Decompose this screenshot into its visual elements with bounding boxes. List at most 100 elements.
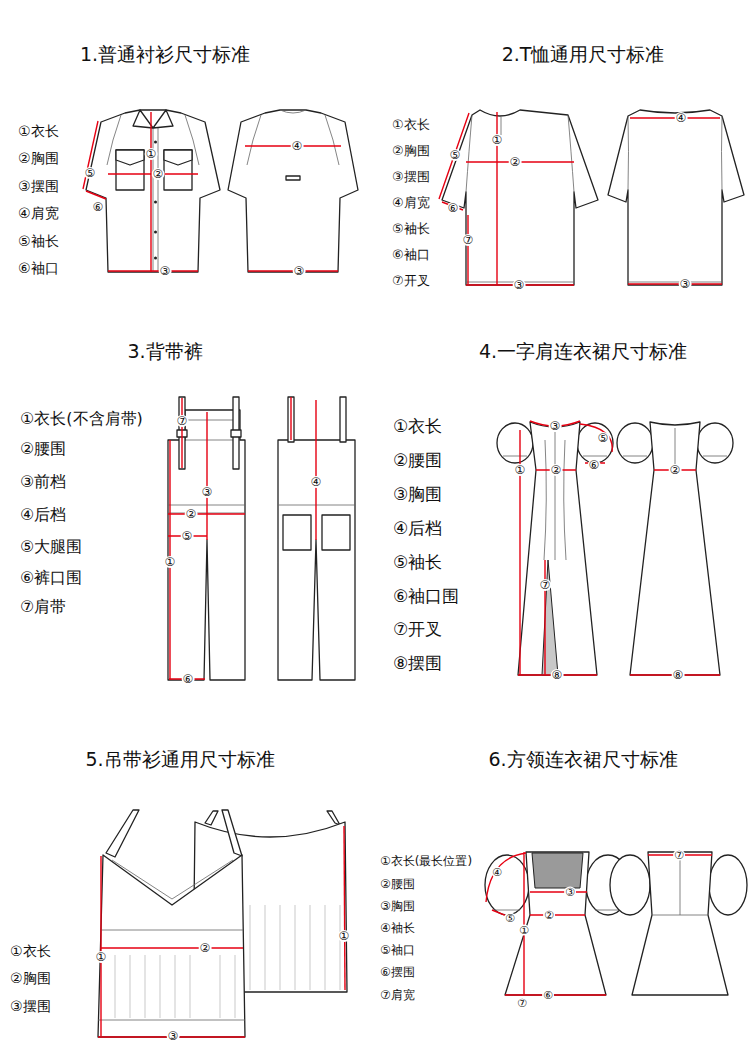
section-title: 5.吊带衫通用尺寸标准: [85, 749, 274, 771]
callout-number: ①: [95, 951, 108, 963]
section-title: 1.普通衬衫尺寸标准: [80, 44, 250, 66]
squareneck-dress-back: [610, 852, 747, 995]
measure-item: ⑦开叉: [393, 620, 442, 640]
measure-item: ⑤大腿围: [20, 538, 82, 556]
measure-item: ③前档: [20, 473, 66, 491]
camisole-front: [98, 810, 245, 1037]
callout-number: ⑦: [516, 998, 528, 1009]
measure-item: ③胸围: [393, 485, 442, 505]
callout-number: ①: [491, 134, 504, 146]
measure-item: ④袖长: [380, 922, 415, 936]
callout-number: ④: [310, 476, 323, 488]
measure-item: ②胸围: [18, 150, 59, 166]
callout-number: ⑤: [597, 432, 610, 444]
section-title: 6.方领连衣裙尺寸标准: [488, 749, 677, 771]
callout-number: ③: [513, 279, 526, 291]
callout-number: ⑤: [181, 530, 194, 542]
measure-item: ①衣长: [10, 943, 51, 959]
callout-number: ⑦: [462, 234, 475, 246]
callout-number: ③: [167, 1030, 180, 1042]
measure-item: ①衣长(不含肩带): [20, 410, 143, 428]
callout-number: ②: [669, 464, 682, 476]
callout-number: ⑦: [539, 579, 552, 591]
measure-item: ③胸围: [380, 900, 415, 914]
measure-item: ⑦肩带: [20, 598, 66, 616]
callout-number: ⑤: [84, 167, 97, 179]
callout-number: ⑥: [588, 459, 601, 471]
callout-number: ①: [518, 925, 530, 936]
callout-number: ②: [509, 156, 522, 168]
callout-number: ⑥: [447, 202, 460, 214]
callout-number: ③: [293, 265, 306, 277]
callout-number: ③: [549, 420, 562, 432]
squareneck-dress-front: [485, 852, 630, 995]
callout-number: ⑦: [176, 415, 189, 427]
callout-number: ②: [543, 910, 555, 921]
callout-number: ③: [201, 486, 214, 498]
callout-number: ②: [550, 464, 563, 476]
callout-number: ④: [291, 140, 304, 152]
measure-item: ②腰围: [20, 440, 66, 458]
measure-item: ①衣长: [18, 123, 59, 139]
callout-number: ③: [159, 265, 172, 277]
section-title: 3.背带裤: [127, 341, 202, 363]
measure-item: ③摆围: [18, 178, 59, 194]
callout-number: ③: [679, 278, 692, 290]
callout-number: ①: [514, 464, 527, 476]
shirt-front: [83, 110, 220, 272]
callout-number: ①: [145, 148, 158, 160]
callout-number: ②: [199, 942, 212, 954]
callout-number: ③: [564, 887, 576, 898]
callout-number: ⑥: [542, 990, 554, 1001]
measure-item: ⑤袖长: [393, 553, 442, 573]
measure-item: ⑥袖口围: [393, 587, 459, 607]
section-title: 2.T恤通用尺寸标准: [502, 44, 665, 66]
measure-item: ①衣长(最长位置): [380, 855, 472, 869]
callout-number: ⑥: [182, 673, 195, 685]
measure-item: ⑥袖口: [18, 260, 59, 276]
measure-item: ③摆围: [10, 998, 51, 1014]
tshirt-back: [608, 110, 744, 285]
measure-item: ⑦肩宽: [380, 989, 415, 1003]
offshoulder-dress-back: [617, 422, 733, 675]
measure-item: ⑤袖长: [392, 222, 430, 237]
measure-item: ⑥袖口: [392, 248, 430, 263]
measure-item: ④后档: [20, 506, 66, 524]
tshirt-front: [439, 110, 598, 285]
offshoulder-dress-front: [497, 421, 613, 675]
shirt-back: [228, 110, 358, 272]
measure-item: ⑥裤口围: [20, 569, 82, 587]
measure-item: ⑤袖长: [18, 233, 59, 249]
callout-number: ②: [185, 508, 198, 520]
measure-item: ⑤袖口: [380, 944, 415, 958]
measure-item: ③摆围: [392, 170, 430, 185]
callout-number: ②: [152, 168, 165, 180]
callout-number: ⑤: [449, 149, 462, 161]
overalls-front: [168, 397, 245, 680]
callout-number: ④: [675, 112, 688, 124]
measure-item: ④肩宽: [18, 205, 59, 221]
measure-item: ①衣长: [393, 417, 442, 437]
callout-number: ⑧: [672, 669, 685, 681]
measure-item: ⑦开叉: [392, 274, 430, 289]
callout-number: ⑥: [92, 201, 105, 213]
measure-item: ⑥摆围: [380, 966, 415, 980]
measure-item: ②胸围: [392, 144, 430, 159]
measure-item: ⑧摆围: [393, 654, 442, 674]
callout-number: ①: [164, 556, 177, 568]
measure-item: ④肩宽: [392, 196, 430, 211]
callout-number: ⑦: [673, 850, 685, 861]
callout-number: ④: [491, 867, 503, 878]
measure-item: ②腰围: [380, 878, 415, 892]
callout-number: ①: [338, 930, 351, 942]
measure-item: ②胸围: [10, 970, 51, 986]
measure-item: ④后档: [393, 519, 442, 539]
callout-number: ⑤: [504, 913, 516, 924]
callout-number: ⑧: [551, 669, 564, 681]
section-title: 4.一字肩连衣裙尺寸标准: [479, 341, 687, 363]
overalls-back: [278, 397, 355, 680]
measure-item: ①衣长: [392, 118, 430, 133]
measure-item: ②腰围: [393, 451, 442, 471]
